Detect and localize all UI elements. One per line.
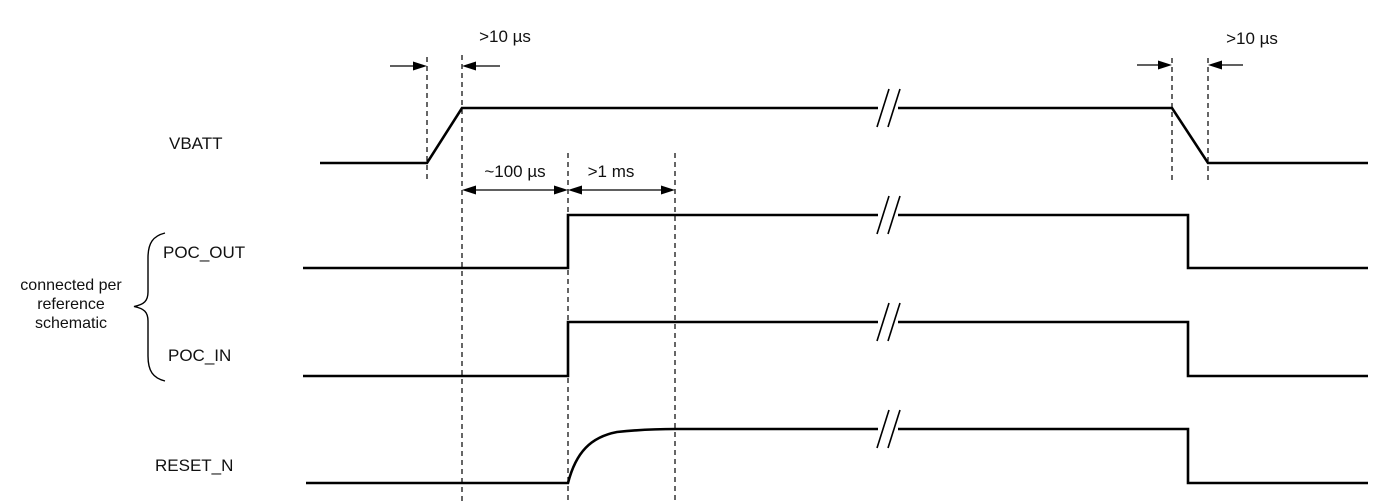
vbatt-waveform	[320, 106, 1368, 165]
vbatt-break-icon	[876, 88, 901, 128]
poc-out-label: POC_OUT	[163, 243, 245, 262]
arrow-right-icon	[554, 185, 568, 195]
arrow-right-icon	[413, 61, 427, 71]
poc-out-waveform	[303, 213, 1368, 270]
poc-delay-measure-arrow	[462, 185, 568, 195]
brace-note-line2: reference	[37, 296, 105, 313]
arrow-right-icon	[661, 185, 675, 195]
arrow-right-icon	[1158, 60, 1172, 70]
arrow-left-icon	[462, 61, 476, 71]
poc-in-label: POC_IN	[168, 346, 231, 365]
poc-group-brace	[133, 232, 166, 382]
arrow-left-icon	[1208, 60, 1222, 70]
poc-in-waveform	[303, 320, 1368, 378]
reset-n-label: RESET_N	[155, 456, 233, 475]
vbatt-rise-arrows	[390, 61, 500, 71]
vbatt-rise-time-annotation: >10 µs	[479, 27, 531, 46]
arrow-left-icon	[462, 185, 476, 195]
reset-delay-measure-arrow	[568, 185, 675, 195]
brace-note: connected per reference schematic	[20, 277, 122, 332]
vbatt-fall-time-annotation: >10 µs	[1226, 29, 1278, 48]
vbatt-fall-arrows	[1137, 60, 1243, 70]
poc-out-break-icon	[876, 195, 901, 235]
vbatt-label: VBATT	[169, 134, 223, 153]
brace-note-line1: connected per	[20, 277, 122, 294]
poc-assert-delay-annotation: ~100 µs	[484, 162, 545, 181]
arrow-left-icon	[568, 185, 582, 195]
brace-note-line3: schematic	[35, 315, 107, 332]
reset-n-break-icon	[876, 409, 901, 449]
poc-in-break-icon	[876, 302, 901, 342]
reset-n-waveform	[306, 427, 1368, 485]
reset-release-delay-annotation: >1 ms	[588, 162, 635, 181]
